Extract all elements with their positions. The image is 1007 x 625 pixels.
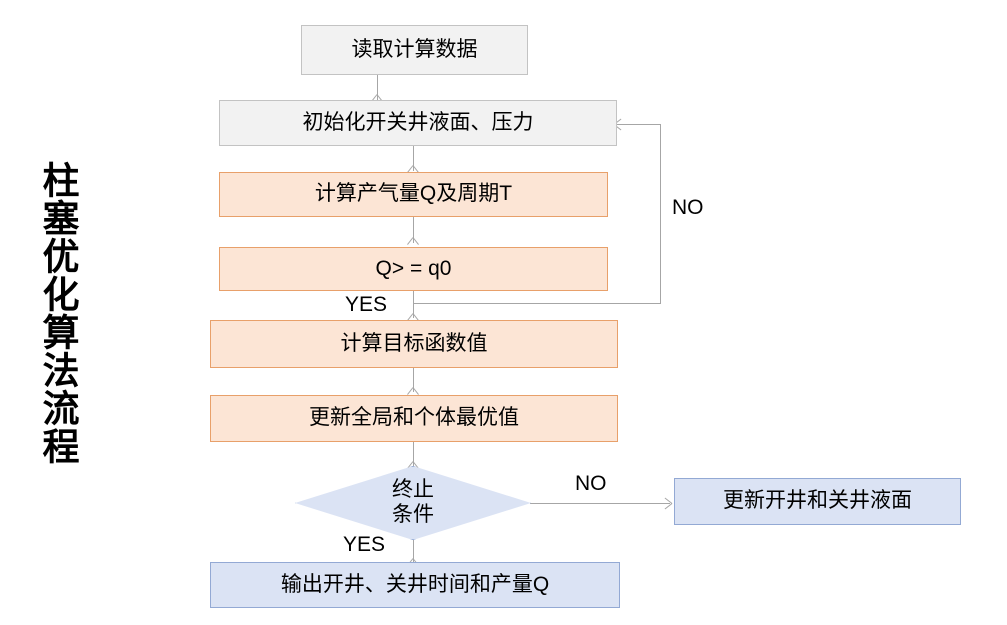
node-init[interactable]: 初始化开关井液面、压力 — [219, 100, 617, 146]
node-update-levels[interactable]: 更新开井和关井液面 — [674, 478, 961, 525]
node-update-levels-label: 更新开井和关井液面 — [723, 489, 912, 513]
connector-no-loop-bottom — [413, 303, 661, 304]
connector-updatebest-to-terminate — [413, 442, 414, 466]
terminate-label-line1: 终止 — [392, 478, 434, 502]
node-update-best[interactable]: 更新全局和个体最优值 — [210, 395, 618, 442]
edge-label-no-terminate: NO — [575, 472, 607, 495]
node-read-data-label: 读取计算数据 — [351, 37, 478, 61]
edge-label-yes-q: YES — [345, 293, 388, 316]
node-output[interactable]: 输出开井、关井时间和产量Q — [210, 562, 620, 608]
node-condition-q[interactable]: Q> = q0 — [219, 247, 608, 291]
node-read-data[interactable]: 读取计算数据 — [301, 25, 528, 75]
connector-init-to-calcgas — [413, 146, 414, 171]
connector-no-loop-right — [660, 124, 661, 304]
connector-calcgas-to-condq — [413, 217, 414, 243]
node-update-best-label: 更新全局和个体最优值 — [309, 406, 519, 430]
connector-terminate-no-right — [530, 503, 670, 504]
node-condition-q-label: Q> = q0 — [375, 256, 452, 280]
connector-read-to-init — [377, 75, 378, 100]
node-calc-gas[interactable]: 计算产气量Q及周期T — [219, 172, 608, 217]
diagram-vertical-title: 柱塞优化算法流程 — [37, 161, 78, 465]
node-init-label: 初始化开关井液面、压力 — [302, 110, 534, 134]
connector-condq-to-objective — [413, 291, 414, 318]
node-calc-gas-label: 计算产气量Q及周期T — [314, 182, 513, 206]
edge-label-no-loop-q: NO — [672, 196, 704, 219]
node-terminate-condition-label: 终止 条件 — [295, 466, 531, 540]
connector-no-loop-top — [617, 124, 661, 125]
node-terminate-condition[interactable]: 终止 条件 — [295, 466, 531, 540]
node-output-label: 输出开井、关井时间和产量Q — [280, 572, 550, 596]
terminate-label-line2: 条件 — [392, 503, 434, 526]
node-calc-objective-label: 计算目标函数值 — [340, 331, 488, 355]
node-calc-objective[interactable]: 计算目标函数值 — [210, 320, 618, 368]
connector-objective-to-updatebest — [413, 368, 414, 392]
connector-terminate-to-output — [413, 540, 414, 562]
edge-label-yes-terminate: YES — [343, 533, 386, 556]
